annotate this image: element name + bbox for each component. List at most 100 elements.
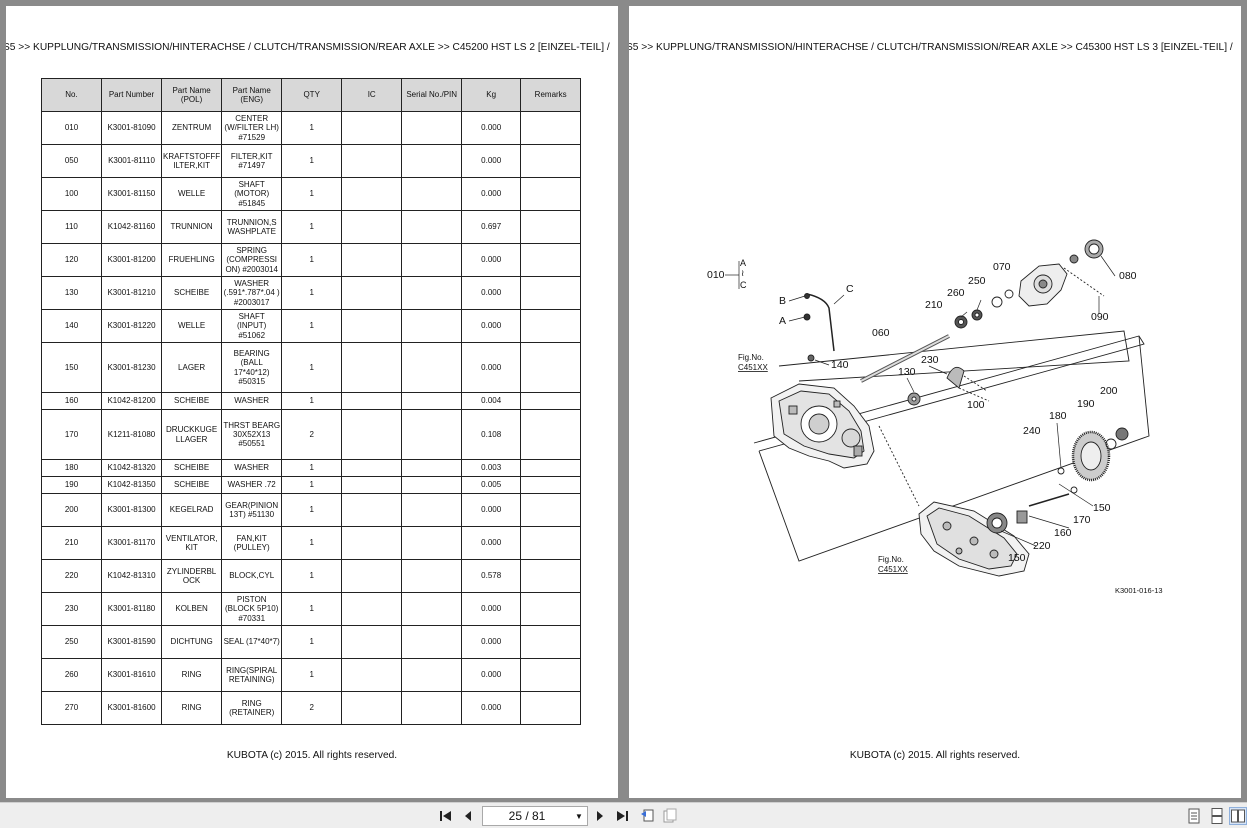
callout-label: B bbox=[779, 295, 786, 307]
table-cell: K1042-81350 bbox=[101, 476, 162, 494]
viewer-toolbar: 25 / 81 ▼ bbox=[0, 802, 1247, 828]
table-cell: 0.000 bbox=[461, 177, 522, 211]
table-cell: 1 bbox=[281, 476, 343, 494]
table-cell: 110 bbox=[41, 210, 102, 244]
first-page-button[interactable] bbox=[437, 807, 455, 825]
fig-label: C451XX bbox=[738, 363, 768, 372]
table-cell: K3001-81590 bbox=[101, 625, 162, 659]
table-cell bbox=[401, 309, 463, 343]
callout-label: 170 bbox=[1073, 514, 1091, 526]
callout-label: 210 bbox=[925, 299, 943, 311]
table-cell: 230 bbox=[41, 592, 102, 626]
column-header: QTY bbox=[281, 78, 343, 112]
table-cell bbox=[401, 392, 463, 410]
table-cell bbox=[341, 276, 403, 310]
previous-page-button[interactable] bbox=[459, 807, 477, 825]
breadcrumb: S5 >> KUPPLUNG/TRANSMISSION/HINTERACHSE … bbox=[6, 42, 610, 53]
table-cell bbox=[401, 658, 463, 692]
table-cell bbox=[341, 559, 403, 593]
fan-070 bbox=[1018, 263, 1068, 307]
continuous-view-button[interactable] bbox=[1208, 807, 1226, 825]
table-cell: 0.000 bbox=[461, 309, 522, 343]
table-cell: WASHER bbox=[221, 392, 283, 410]
callout-label: 140 bbox=[831, 359, 849, 371]
table-cell: 0.000 bbox=[461, 144, 522, 178]
fig-label: C451XX bbox=[878, 565, 908, 574]
table-cell bbox=[520, 691, 582, 725]
table-cell: BLOCK,CYL bbox=[221, 559, 283, 593]
column-header: No. bbox=[41, 78, 102, 112]
table-cell: 1 bbox=[281, 210, 343, 244]
callout-label: 180 bbox=[1049, 410, 1067, 422]
part-160 bbox=[1016, 510, 1028, 524]
table-cell: KEGELRAD bbox=[160, 493, 223, 527]
callout-label: 010 bbox=[707, 269, 725, 281]
table-cell bbox=[401, 592, 463, 626]
table-cell: 050 bbox=[41, 144, 102, 178]
next-view-icon bbox=[663, 808, 677, 823]
callout-label: A bbox=[779, 315, 786, 327]
copyright-footer: KUBOTA (c) 2015. All rights reserved. bbox=[849, 750, 1021, 761]
table-cell: TRUNNION bbox=[160, 210, 223, 244]
table-cell: 180 bbox=[41, 459, 102, 477]
table-cell: K3001-81200 bbox=[101, 243, 162, 277]
table-cell bbox=[401, 459, 463, 477]
table-cell: SHAFT (MOTOR) #51845 bbox=[221, 177, 283, 211]
table-cell: 200 bbox=[41, 493, 102, 527]
rod-part bbox=[806, 293, 835, 352]
dropdown-arrow-icon: ▼ bbox=[575, 811, 583, 821]
table-cell: 1 bbox=[281, 111, 343, 145]
table-cell: 0.004 bbox=[461, 392, 522, 410]
callout-label: A bbox=[740, 258, 746, 268]
previous-page-icon bbox=[465, 811, 471, 821]
table-cell bbox=[520, 476, 582, 494]
ring-250 bbox=[991, 296, 1003, 308]
table-cell: ZYLINDERBL OCK bbox=[160, 559, 223, 593]
table-cell: 1 bbox=[281, 493, 343, 527]
next-view-button[interactable] bbox=[661, 807, 679, 825]
table-cell bbox=[520, 276, 582, 310]
document-page-left: S5 >> KUPPLUNG/TRANSMISSION/HINTERACHSE … bbox=[6, 6, 618, 798]
page-selector[interactable]: 25 / 81 ▼ bbox=[482, 806, 588, 826]
table-cell: THRST BEARG 30X52X13 #50551 bbox=[221, 409, 283, 460]
facing-pages-view-button[interactable] bbox=[1229, 807, 1247, 825]
callout-label: 230 bbox=[921, 354, 939, 366]
table-cell: 2 bbox=[281, 691, 343, 725]
table-cell: 0.000 bbox=[461, 111, 522, 145]
single-page-view-button[interactable] bbox=[1185, 807, 1203, 825]
table-cell bbox=[520, 392, 582, 410]
callout-label: 100 bbox=[967, 399, 985, 411]
exploded-parts-diagram: 010 A ≀ C B A C 060 140 070 080 090 250 … bbox=[707, 239, 1163, 595]
table-cell bbox=[341, 309, 403, 343]
table-cell: 190 bbox=[41, 476, 102, 494]
table-cell: 0.003 bbox=[461, 459, 522, 477]
table-cell: SHAFT (INPUT) #51062 bbox=[221, 309, 283, 343]
table-cell bbox=[341, 459, 403, 477]
table-cell: 130 bbox=[41, 276, 102, 310]
previous-view-button[interactable] bbox=[639, 807, 657, 825]
table-cell bbox=[401, 409, 463, 460]
table-cell: SCHEIBE bbox=[160, 476, 223, 494]
washer-240 bbox=[1057, 467, 1065, 475]
continuous-page-icon bbox=[1211, 808, 1223, 824]
callout-label: 200 bbox=[1100, 385, 1118, 397]
breadcrumb: S5 >> KUPPLUNG/TRANSMISSION/HINTERACHSE … bbox=[629, 42, 1233, 53]
table-cell bbox=[520, 111, 582, 145]
next-page-button[interactable] bbox=[591, 807, 609, 825]
table-cell bbox=[401, 210, 463, 244]
table-cell: 0.000 bbox=[461, 243, 522, 277]
last-page-button[interactable] bbox=[613, 807, 631, 825]
table-cell bbox=[520, 409, 582, 460]
table-cell bbox=[520, 559, 582, 593]
table-cell bbox=[341, 476, 403, 494]
table-cell: K1042-81160 bbox=[101, 210, 162, 244]
column-header: IC bbox=[341, 78, 403, 112]
table-cell: SCHEIBE bbox=[160, 459, 223, 477]
